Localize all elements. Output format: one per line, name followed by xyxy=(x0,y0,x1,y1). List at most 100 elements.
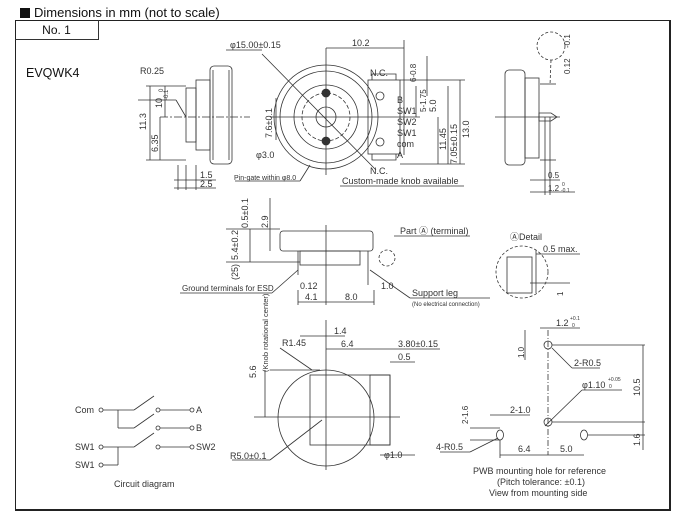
pin-sw1-b: SW1 xyxy=(397,128,417,138)
dim-2-r0-5: 2-R0.5 xyxy=(574,358,601,368)
dim-0-5: 0.5±0.1 xyxy=(240,198,250,228)
dim-5-1-75: 5-1.75 xyxy=(419,89,428,112)
body-back xyxy=(185,87,197,143)
tol-upper: +0.05 xyxy=(608,377,621,383)
dim-11-45: 11.45 xyxy=(438,128,448,150)
model-number: EVQWK4 xyxy=(26,66,80,80)
detail-a: ⒶDetail 0.5 max. 1 xyxy=(495,232,580,299)
hole-right xyxy=(580,429,588,441)
front-view: φ15.00±0.15 10.2 N.C. N.C. B SW1 SW2 SW1… xyxy=(226,38,471,187)
underside-view: 1.4 R1.45 (Knob rotational center) 5.6 6… xyxy=(230,293,440,470)
leader-line xyxy=(269,419,323,461)
leader-line xyxy=(279,347,313,371)
tol-lower: 0 xyxy=(609,384,612,390)
dim-0-12: 0.12 xyxy=(563,58,572,74)
section-title: Dimensions in mm (not to scale) xyxy=(34,5,220,20)
dim-7-6: 7.6±0.1 xyxy=(264,108,274,138)
diag-leader xyxy=(261,53,377,171)
tol-upper: +0.1 xyxy=(570,316,580,322)
dim-8-0: 8.0 xyxy=(345,292,358,302)
dim-0-5: 0.5 xyxy=(398,352,411,362)
dim-0-1: -0.1 xyxy=(563,34,572,48)
detail-note: 0.5 max. xyxy=(543,244,578,254)
drawing-number: No. 1 xyxy=(15,20,99,40)
left-side-view: R0.25 11.3 10 -0.1 0 6.35 1.5 2.5 xyxy=(138,65,250,190)
dim-5-6: 5.6 xyxy=(248,365,258,378)
body-side xyxy=(524,77,540,159)
knob-side xyxy=(504,69,526,166)
leader-line xyxy=(175,99,187,118)
pin-b: B xyxy=(397,95,403,105)
node xyxy=(189,444,195,450)
nc-tabs xyxy=(371,73,397,161)
note-custom-knob: Custom-made knob available xyxy=(342,176,459,186)
dim-diameter-1-10: φ1.10 xyxy=(582,380,605,390)
leader-line xyxy=(299,164,311,182)
dim-6-4: 6.4 xyxy=(518,444,531,454)
node xyxy=(155,407,161,413)
leader-line xyxy=(544,389,583,427)
dim-3-80: 3.80±0.15 xyxy=(398,339,438,349)
dim-diameter-1-0: φ1.0 xyxy=(384,450,402,460)
node xyxy=(98,444,104,450)
dim-11-3: 11.3 xyxy=(138,113,148,130)
detail-body xyxy=(506,256,533,294)
leader-line xyxy=(469,437,499,453)
switch-blade xyxy=(133,413,155,429)
pwb-caption-3: View from mounting side xyxy=(489,488,587,498)
pin-tip xyxy=(538,112,558,122)
circuit-diagram: Com SW1 SW1 A B SW2 Circuit diagram xyxy=(75,395,216,489)
tol-lower: -0.1 xyxy=(561,188,570,194)
detail-leader xyxy=(549,59,552,86)
node xyxy=(155,425,161,431)
node xyxy=(98,407,104,413)
dim-2-9: 2.9 xyxy=(260,215,270,228)
body-outline xyxy=(309,374,391,446)
dim-diameter-15: φ15.00±0.15 xyxy=(230,40,281,50)
node xyxy=(98,462,104,468)
label-nc-bottom: N.C. xyxy=(370,166,388,176)
dim-6-4: 6.4 xyxy=(341,339,354,349)
node xyxy=(155,444,161,450)
terminal-sw1-a: SW1 xyxy=(75,442,95,452)
knob-bottom xyxy=(279,230,374,252)
pwb-caption-1: PWB mounting hole for reference xyxy=(473,466,606,476)
note-no-electrical: (No electrical connection) xyxy=(412,302,480,308)
dim-2-1-6: 2-1.6 xyxy=(461,405,470,424)
terminal-sw2: SW2 xyxy=(196,442,216,452)
bottom-view: 0.5±0.1 2.9 5.4±0.2 (25) Ground terminal… xyxy=(180,198,490,308)
dim-13-0: 13.0 xyxy=(461,120,471,138)
body-bottom xyxy=(299,250,361,266)
leader-line xyxy=(369,269,411,299)
part-a-circle xyxy=(378,249,396,267)
dim-2-5: 2.5 xyxy=(200,179,213,189)
note-ground-terminals: Ground terminals for ESD xyxy=(182,284,274,293)
pwb-mounting-holes: 1.2 +0.1 0 1.0 2-R0.5 φ1.10 +0.05 0 10.5… xyxy=(436,316,645,498)
dim-6-35: 6.35 xyxy=(150,134,160,152)
dim-r1-45: R1.45 xyxy=(282,338,306,348)
note-support-leg: Support leg xyxy=(412,288,458,298)
drawing-frame xyxy=(15,20,671,511)
leader-line xyxy=(551,347,573,369)
dim-1-2: 1.2 xyxy=(548,184,560,193)
dim-r025: R0.25 xyxy=(140,66,164,76)
dim-5-4: 5.4±0.2 xyxy=(230,230,240,260)
label-part-a: Part Ⓐ (terminal) xyxy=(400,226,469,236)
dim-1-5: 1.5 xyxy=(200,170,213,180)
terminal-com: Com xyxy=(75,405,94,415)
circuit-title: Circuit diagram xyxy=(114,479,175,489)
pin-com: com xyxy=(397,139,414,149)
tol-lower: -0.1 xyxy=(164,89,170,100)
dim-5-0: 5.0 xyxy=(560,444,573,454)
tol-upper: 0 xyxy=(562,182,565,188)
switch-body xyxy=(367,79,401,155)
tol-lower: 0 xyxy=(572,323,575,329)
dim-25: (25) xyxy=(230,264,240,280)
detail-dim: 1 xyxy=(556,291,565,296)
dim-6-0-8: 6-0.8 xyxy=(409,63,418,82)
label-nc-top: N.C. xyxy=(370,68,388,78)
dim-1-6: 1.6 xyxy=(632,433,642,446)
pin-a: A xyxy=(397,150,403,160)
terminal-a: A xyxy=(196,405,202,415)
